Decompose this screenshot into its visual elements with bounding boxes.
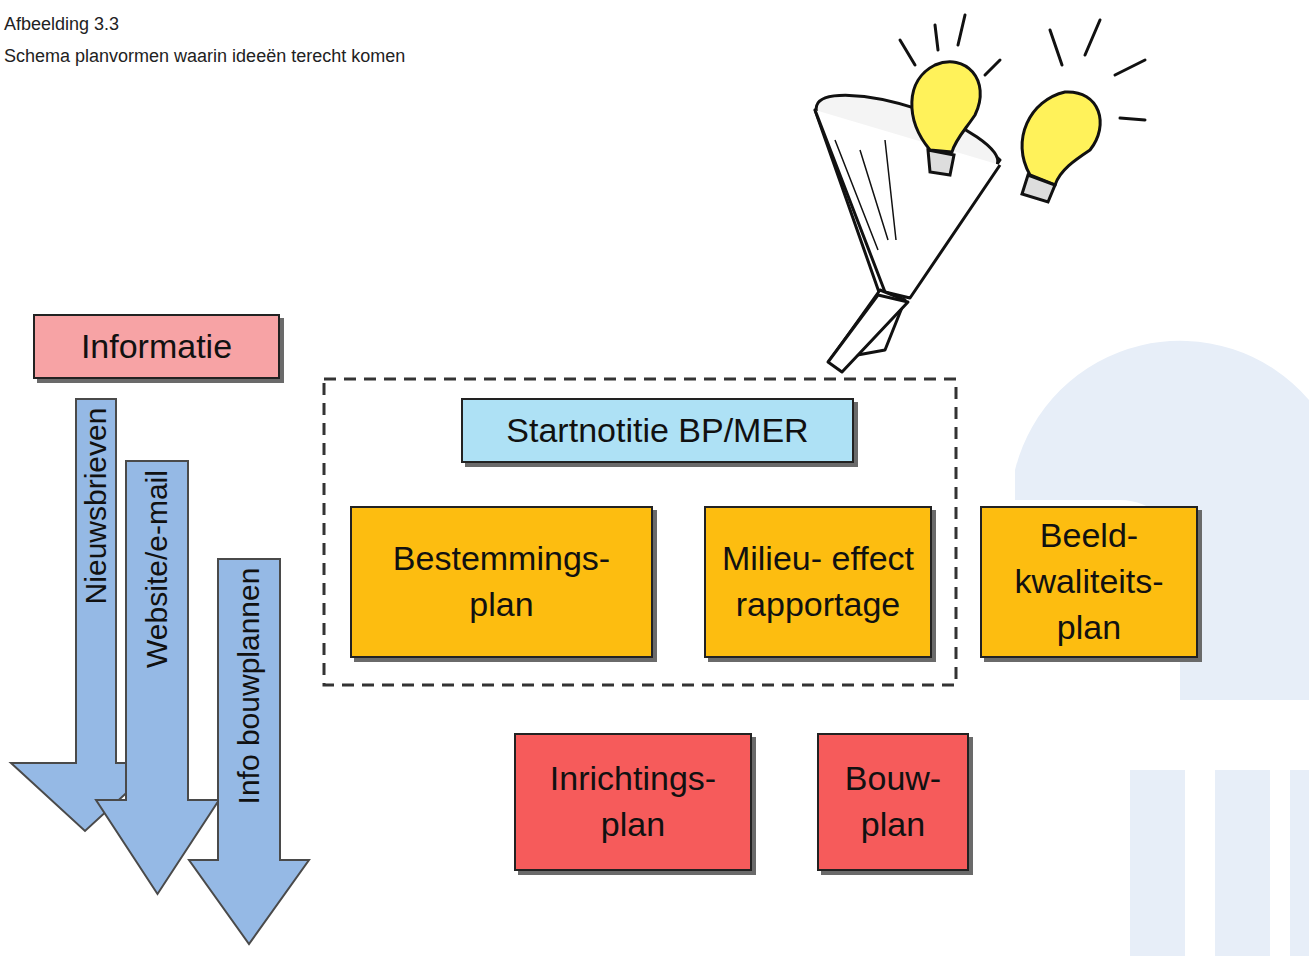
- down-arrow: Info bouwplannen: [188, 558, 310, 945]
- arrow-label: Website/e-mail: [142, 470, 172, 668]
- dashed-group: [324, 379, 956, 685]
- box-label: Milieu- effect rapportage: [714, 536, 922, 628]
- arrow-label: Info bouwplannen: [234, 568, 264, 805]
- light-bulb-icon: [900, 15, 1145, 202]
- plan-box: Milieu- effect rapportage: [704, 506, 932, 658]
- box-label: Informatie: [81, 324, 232, 370]
- box-label: Bouw- plan: [827, 756, 959, 848]
- plan-box: Bestemmings- plan: [350, 506, 653, 658]
- funnel-icon: [808, 79, 1006, 372]
- plan-box: Beeld- kwaliteits- plan: [980, 506, 1198, 658]
- plan-box: Inrichtings- plan: [514, 733, 752, 871]
- plan-box: Startnotitie BP/MER: [461, 398, 854, 463]
- box-label: Bestemmings- plan: [360, 536, 643, 628]
- figure-caption: Schema planvormen waarin ideeën terecht …: [4, 46, 405, 67]
- info-box: Informatie: [33, 314, 280, 379]
- box-label: Beeld- kwaliteits- plan: [990, 513, 1188, 651]
- box-label: Inrichtings- plan: [524, 756, 742, 848]
- box-label: Startnotitie BP/MER: [506, 408, 808, 454]
- figure-title: Afbeelding 3.3: [4, 14, 119, 35]
- plan-box: Bouw- plan: [817, 733, 969, 871]
- down-arrow: Website/e-mail: [95, 460, 220, 895]
- arrow-label: Nieuwsbrieven: [81, 408, 111, 605]
